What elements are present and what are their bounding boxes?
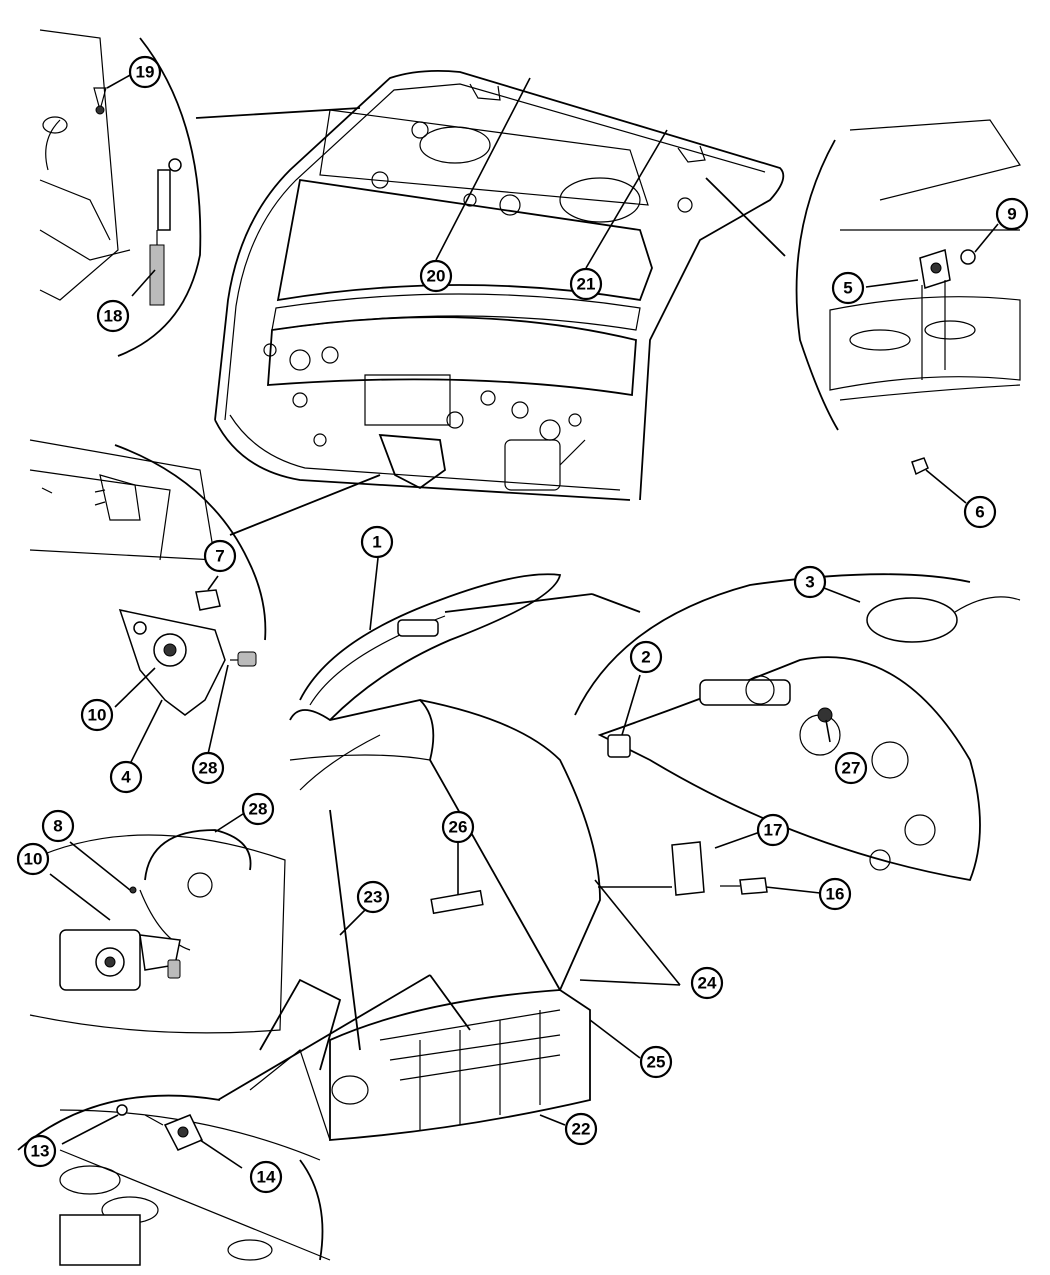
liftgate-leaders: [436, 78, 667, 268]
latch-cable-inset-illustration: [30, 812, 285, 1033]
svg-text:2: 2: [641, 648, 650, 667]
callout-24: 24: [690, 966, 724, 1000]
handle-lamp-inset-illustration: [575, 574, 1020, 895]
svg-text:28: 28: [199, 759, 218, 778]
svg-text:5: 5: [843, 279, 852, 298]
callout-8: 8: [41, 809, 75, 843]
callout-28-cable: 28: [241, 792, 275, 826]
svg-text:9: 9: [1007, 205, 1016, 224]
svg-text:24: 24: [698, 974, 717, 993]
callout-23: 23: [356, 880, 390, 914]
svg-text:26: 26: [449, 818, 468, 837]
svg-text:28: 28: [249, 800, 268, 819]
svg-text:23: 23: [364, 888, 383, 907]
callout-19: 19: [128, 55, 162, 89]
svg-text:22: 22: [572, 1120, 591, 1139]
svg-text:14: 14: [257, 1168, 276, 1187]
callout-26: 26: [441, 810, 475, 844]
svg-text:16: 16: [826, 885, 845, 904]
callout-10-cable: 10: [16, 842, 50, 876]
callout-13: 13: [23, 1134, 57, 1168]
svg-text:3: 3: [805, 573, 814, 592]
svg-text:1: 1: [372, 533, 381, 552]
callout-5: 5: [831, 271, 865, 305]
callout-21: 21: [569, 267, 603, 301]
callout-9: 9: [995, 197, 1029, 231]
svg-text:4: 4: [121, 768, 131, 787]
callout-6: 6: [963, 495, 997, 529]
liftgate-inner-panel-illustration: [215, 71, 783, 500]
svg-text:27: 27: [842, 759, 861, 778]
callout-7: 7: [203, 539, 237, 573]
svg-text:21: 21: [577, 275, 596, 294]
svg-text:10: 10: [24, 850, 43, 869]
gas-strut-inset-illustration: [40, 30, 360, 356]
svg-text:6: 6: [975, 503, 984, 522]
callout-3: 3: [793, 565, 827, 599]
callout-10-latch: 10: [80, 698, 114, 732]
svg-text:25: 25: [647, 1053, 666, 1072]
svg-text:8: 8: [53, 817, 62, 836]
striker-inset-illustration: [18, 975, 470, 1265]
callout-18: 18: [96, 299, 130, 333]
callout-1: 1: [360, 525, 394, 559]
svg-text:10: 10: [88, 706, 107, 725]
svg-text:19: 19: [136, 63, 155, 82]
svg-text:20: 20: [427, 267, 446, 286]
trunk-body-illustration: [250, 700, 680, 1140]
callout-16: 16: [818, 877, 852, 911]
callout-25: 25: [639, 1045, 673, 1079]
callout-20: 20: [419, 259, 453, 293]
callout-27: 27: [834, 751, 868, 785]
liftgate-latch-inset-illustration: [30, 440, 380, 772]
hinge-inset-illustration: [706, 120, 1020, 503]
callout-22: 22: [564, 1112, 598, 1146]
svg-text:13: 13: [31, 1142, 50, 1161]
callout-28-latch: 28: [191, 751, 225, 785]
callout-2: 2: [629, 640, 663, 674]
callout-17: 17: [756, 813, 790, 847]
callout-4: 4: [109, 760, 143, 794]
svg-text:18: 18: [104, 307, 123, 326]
decklid-illustration: [300, 558, 640, 720]
callout-14: 14: [249, 1160, 283, 1194]
svg-text:7: 7: [215, 547, 224, 566]
svg-text:17: 17: [764, 821, 783, 840]
